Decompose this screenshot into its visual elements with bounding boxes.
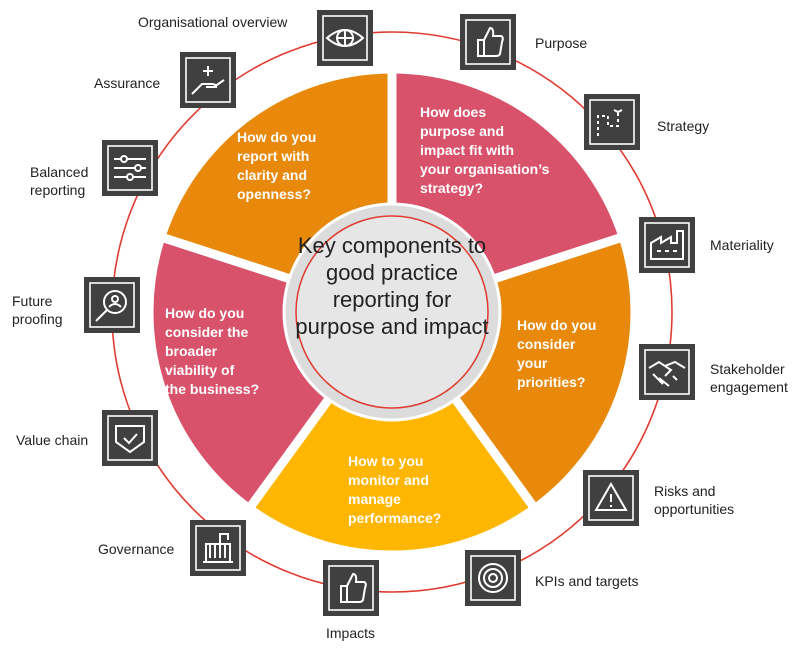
segment-question-2: How to you monitor and manage performance? <box>348 452 441 528</box>
component-label: Stakeholder engagement <box>710 361 788 395</box>
building-icon <box>190 520 246 576</box>
question-line: How do you <box>517 317 597 333</box>
question-line: consider the <box>165 324 249 340</box>
warning-icon <box>583 470 639 526</box>
thumbs-up-icon <box>323 560 379 616</box>
component-label: Materiality <box>710 237 774 253</box>
segment-question-1: How do you consider your priorities? <box>517 316 596 392</box>
question-line: your organisation’s <box>420 161 550 177</box>
hand-plus-icon <box>180 52 236 108</box>
center-inner-ring <box>295 215 489 409</box>
question-line: consider <box>517 336 576 352</box>
component-label: Impacts <box>326 625 376 641</box>
component-label: KPIs and targets <box>535 573 639 589</box>
component-label: Value chain <box>16 432 89 448</box>
question-line: performance? <box>348 510 442 526</box>
strategy-path-icon <box>584 94 640 150</box>
eye-icon <box>317 10 373 66</box>
question-line: purpose and <box>420 123 505 139</box>
component-label: Balanced reporting <box>30 164 89 198</box>
question-line: impact fit with <box>420 142 515 158</box>
question-line: your <box>517 355 548 371</box>
sliders-icon <box>102 140 158 196</box>
factory-icon <box>639 217 695 273</box>
component-label: Risks and opportunities <box>654 483 735 517</box>
question-line: viability of <box>165 362 235 378</box>
component-label: Strategy <box>657 118 710 134</box>
question-line: priorities? <box>517 374 586 390</box>
question-line: clarity and <box>237 167 308 183</box>
center-title: Key components to good practice reportin… <box>295 233 489 339</box>
handshake-icon <box>639 344 695 400</box>
magnifier-person-icon <box>84 277 140 333</box>
thumbs-up-icon <box>460 14 516 70</box>
question-line: the business? <box>165 381 260 397</box>
segment-question-3: How do you consider the broader viability o… <box>165 304 259 399</box>
question-line: strategy? <box>420 180 484 196</box>
question-line: How do you <box>165 305 245 321</box>
shield-check-icon <box>102 410 158 466</box>
question-line: openness? <box>237 186 311 202</box>
question-line: report with <box>237 148 310 164</box>
segment-question-0: How does purpose and impact fit with your o… <box>420 103 549 198</box>
segment-question-4: How do you report with clarity and openness… <box>237 128 316 204</box>
question-line: monitor and <box>348 472 429 488</box>
question-line: broader <box>165 343 218 359</box>
question-line: How do you <box>237 129 317 145</box>
target-icon <box>465 550 521 606</box>
component-label: Future proofing <box>12 293 63 327</box>
question-line: How does <box>420 104 487 120</box>
component-label: Governance <box>98 541 175 557</box>
question-line: manage <box>348 491 401 507</box>
question-line: How to you <box>348 453 424 469</box>
component-label: Organisational overview <box>138 14 288 30</box>
component-label: Assurance <box>94 75 161 91</box>
component-label: Purpose <box>535 35 588 51</box>
